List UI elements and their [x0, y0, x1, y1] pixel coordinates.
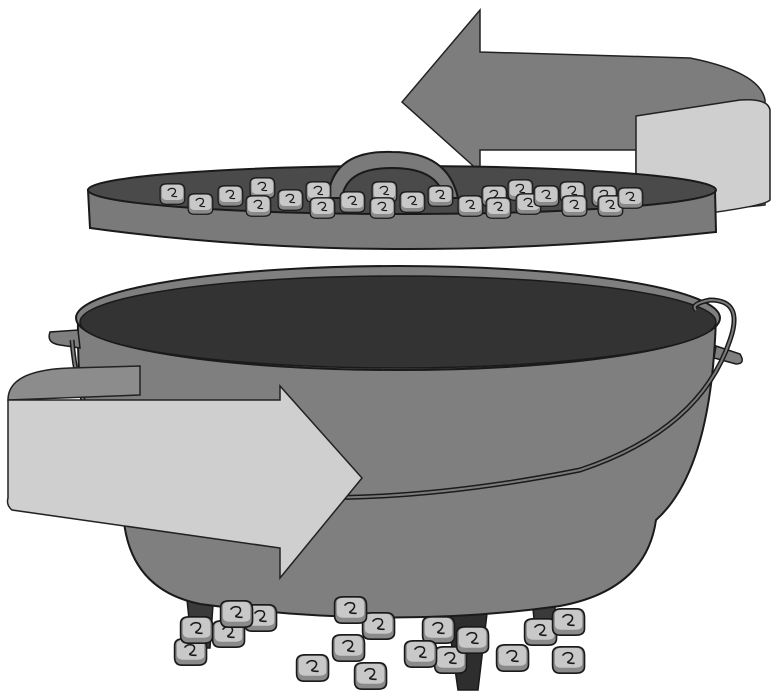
- coal-briquette: [295, 653, 330, 683]
- coal-briquette: [523, 617, 558, 647]
- coal-briquette: [277, 189, 304, 211]
- coal-briquette: [421, 615, 456, 645]
- coal-briquette: [561, 195, 588, 217]
- coal-briquette: [309, 197, 336, 219]
- coal-briquette: [159, 183, 186, 205]
- pot-ear-left: [48, 329, 81, 349]
- lid-coals: [159, 177, 644, 219]
- coal-briquette: [597, 195, 624, 217]
- coal-briquette: [403, 639, 438, 669]
- coal-briquette: [495, 643, 530, 673]
- coal-briquette: [617, 187, 644, 209]
- coal-briquette: [433, 645, 468, 675]
- coal-briquette: [187, 193, 214, 215]
- coal-briquette: [217, 185, 244, 207]
- coal-briquette: [551, 607, 586, 637]
- coal-briquette: [551, 645, 586, 675]
- coal-briquette: [361, 611, 396, 641]
- coal-briquette: [457, 195, 484, 217]
- coal-briquette: [353, 661, 388, 691]
- pot-interior: [79, 275, 717, 369]
- pot-arrow-front: [6, 384, 363, 581]
- coal-briquette: [333, 595, 368, 625]
- coal-briquette: [485, 197, 512, 219]
- coal-briquette: [533, 185, 560, 207]
- coal-briquette: [399, 191, 426, 213]
- pot-arrow-back: [7, 365, 141, 401]
- coal-briquette: [305, 181, 332, 203]
- coal-briquette: [179, 615, 214, 645]
- coal-briquette: [331, 633, 366, 663]
- coal-briquette: [369, 197, 396, 219]
- coal-briquette: [427, 185, 454, 207]
- coal-briquette: [371, 181, 398, 203]
- pot-rotation-arrow: [6, 365, 363, 581]
- coal-briquette: [245, 195, 272, 217]
- coal-briquette: [219, 599, 254, 629]
- coal-briquette: [339, 191, 366, 213]
- coal-briquette: [455, 625, 490, 655]
- base-coals: [173, 595, 586, 691]
- coal-briquette: [249, 177, 276, 199]
- dutch-oven-lid: [86, 150, 718, 251]
- coal-briquette: [173, 637, 208, 667]
- lid-handle: [326, 150, 460, 199]
